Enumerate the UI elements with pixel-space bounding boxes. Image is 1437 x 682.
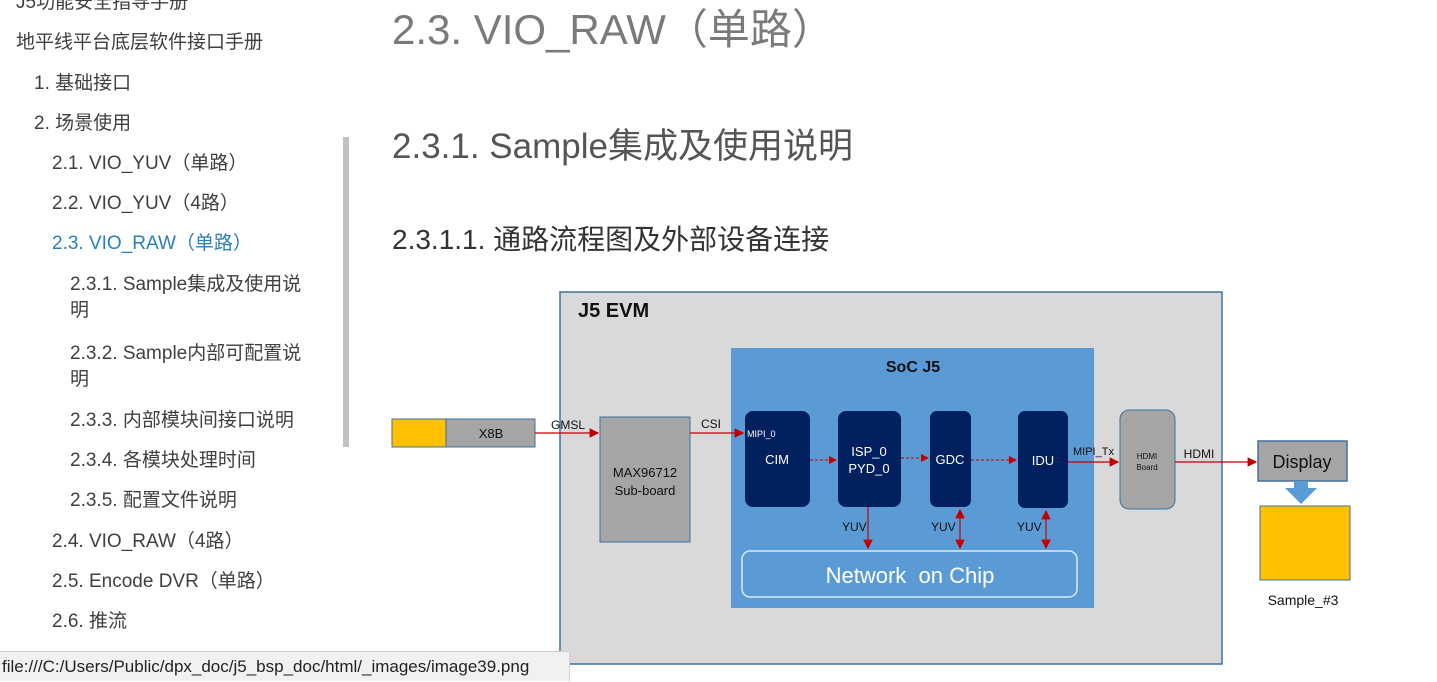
sample-label: Sample_#3	[1268, 592, 1339, 608]
nav-item-vio-raw-4[interactable]: 2.4. VIO_RAW（4路）	[52, 531, 244, 552]
nav-label-cont: 明	[70, 369, 90, 390]
page-title: 2.3. VIO_RAW（单路）	[392, 6, 834, 53]
subsection-heading: 2.3.1.1. 通路流程图及外部设备连接	[392, 224, 830, 255]
yuv-label-1: YUV	[842, 520, 867, 534]
x8b-box	[445, 418, 536, 448]
max96712-box	[599, 416, 691, 543]
nav-item-vio-yuv-4[interactable]: 2.2. VIO_YUV（4路）	[52, 193, 239, 214]
display-label: Display	[1272, 452, 1331, 472]
hdmi-label: HDMI	[1184, 447, 1215, 461]
gdc-label: GDC	[936, 452, 965, 467]
camera-box	[391, 418, 447, 448]
hdmi-board-label-1: HDMI	[1137, 452, 1157, 461]
nav-label: 2.3.1. Sample集成及使用说	[70, 274, 302, 295]
idu-block	[1018, 411, 1068, 508]
status-bar-url: file:///C:/Users/Public/dpx_doc/j5_bsp_d…	[0, 651, 570, 681]
nav-item-scenarios[interactable]: 2. 场景使用	[34, 113, 132, 134]
section-heading: 2.3.1. Sample集成及使用说明	[392, 127, 853, 166]
yuv-label-2: YUV	[931, 520, 956, 534]
nav-item-vio-raw-single[interactable]: 2.3. VIO_RAW（单路）	[52, 233, 252, 254]
sample-box	[1259, 505, 1351, 581]
nav-item-basic-interface[interactable]: 1. 基础接口	[34, 73, 132, 94]
cim-block	[745, 411, 810, 507]
max-label-2: Sub-board	[615, 483, 676, 498]
nav-item-streaming[interactable]: 2.6. 推流	[52, 611, 127, 632]
hdmi-board-box	[1119, 409, 1176, 510]
nav-item-vio-yuv-single[interactable]: 2.1. VIO_YUV（单路）	[52, 153, 248, 174]
nav-item-sample-config[interactable]: 2.3.2. Sample内部可配置说明	[70, 341, 301, 393]
nav-item-j5-safety[interactable]: J5功能安全指导手册	[16, 0, 189, 13]
sidebar-nav: J5功能安全指导手册 地平线平台底层软件接口手册 1. 基础接口 2. 场景使用…	[0, 0, 360, 681]
x8b-label: X8B	[479, 426, 504, 441]
isp-block	[838, 411, 901, 507]
isp-label-1: ISP_0	[851, 444, 886, 459]
gdc-block	[930, 411, 971, 507]
down-arrow-icon	[1285, 481, 1317, 504]
hdmi-board-label-2: Board	[1136, 463, 1157, 472]
nav-label: 2.3.2. Sample内部可配置说	[70, 343, 302, 364]
nav-item-sample-usage[interactable]: 2.3.1. Sample集成及使用说明	[70, 272, 301, 324]
gmsl-label: GMSL	[551, 418, 585, 432]
evm-label: J5 EVM	[578, 300, 649, 322]
display-box	[1257, 440, 1348, 482]
nav-item-interface-manual[interactable]: 地平线平台底层软件接口手册	[16, 32, 264, 53]
sidebar-scrollbar[interactable]	[343, 137, 349, 447]
yuv-label-3: YUV	[1017, 520, 1042, 534]
nav-item-module-interface[interactable]: 2.3.3. 内部模块间接口说明	[70, 410, 294, 431]
nav-item-config-file[interactable]: 2.3.5. 配置文件说明	[70, 490, 237, 511]
isp-label-2: PYD_0	[848, 461, 889, 476]
mipitx-label: MIPI_Tx	[1073, 446, 1114, 458]
nav-item-processing-time[interactable]: 2.3.4. 各模块处理时间	[70, 450, 256, 471]
csi-label: CSI	[701, 417, 721, 431]
idu-label: IDU	[1032, 453, 1054, 468]
soc-label: SoC J5	[886, 359, 940, 376]
cim-label: CIM	[765, 452, 789, 467]
noc-box	[741, 550, 1078, 598]
max-label-1: MAX96712	[613, 465, 677, 480]
nav-item-encode-dvr[interactable]: 2.5. Encode DVR（单路）	[52, 571, 275, 592]
noc-label: Network on Chip	[826, 563, 995, 588]
nav-label-cont: 明	[70, 300, 90, 321]
mipi0-label: MIPI_0	[747, 429, 776, 439]
